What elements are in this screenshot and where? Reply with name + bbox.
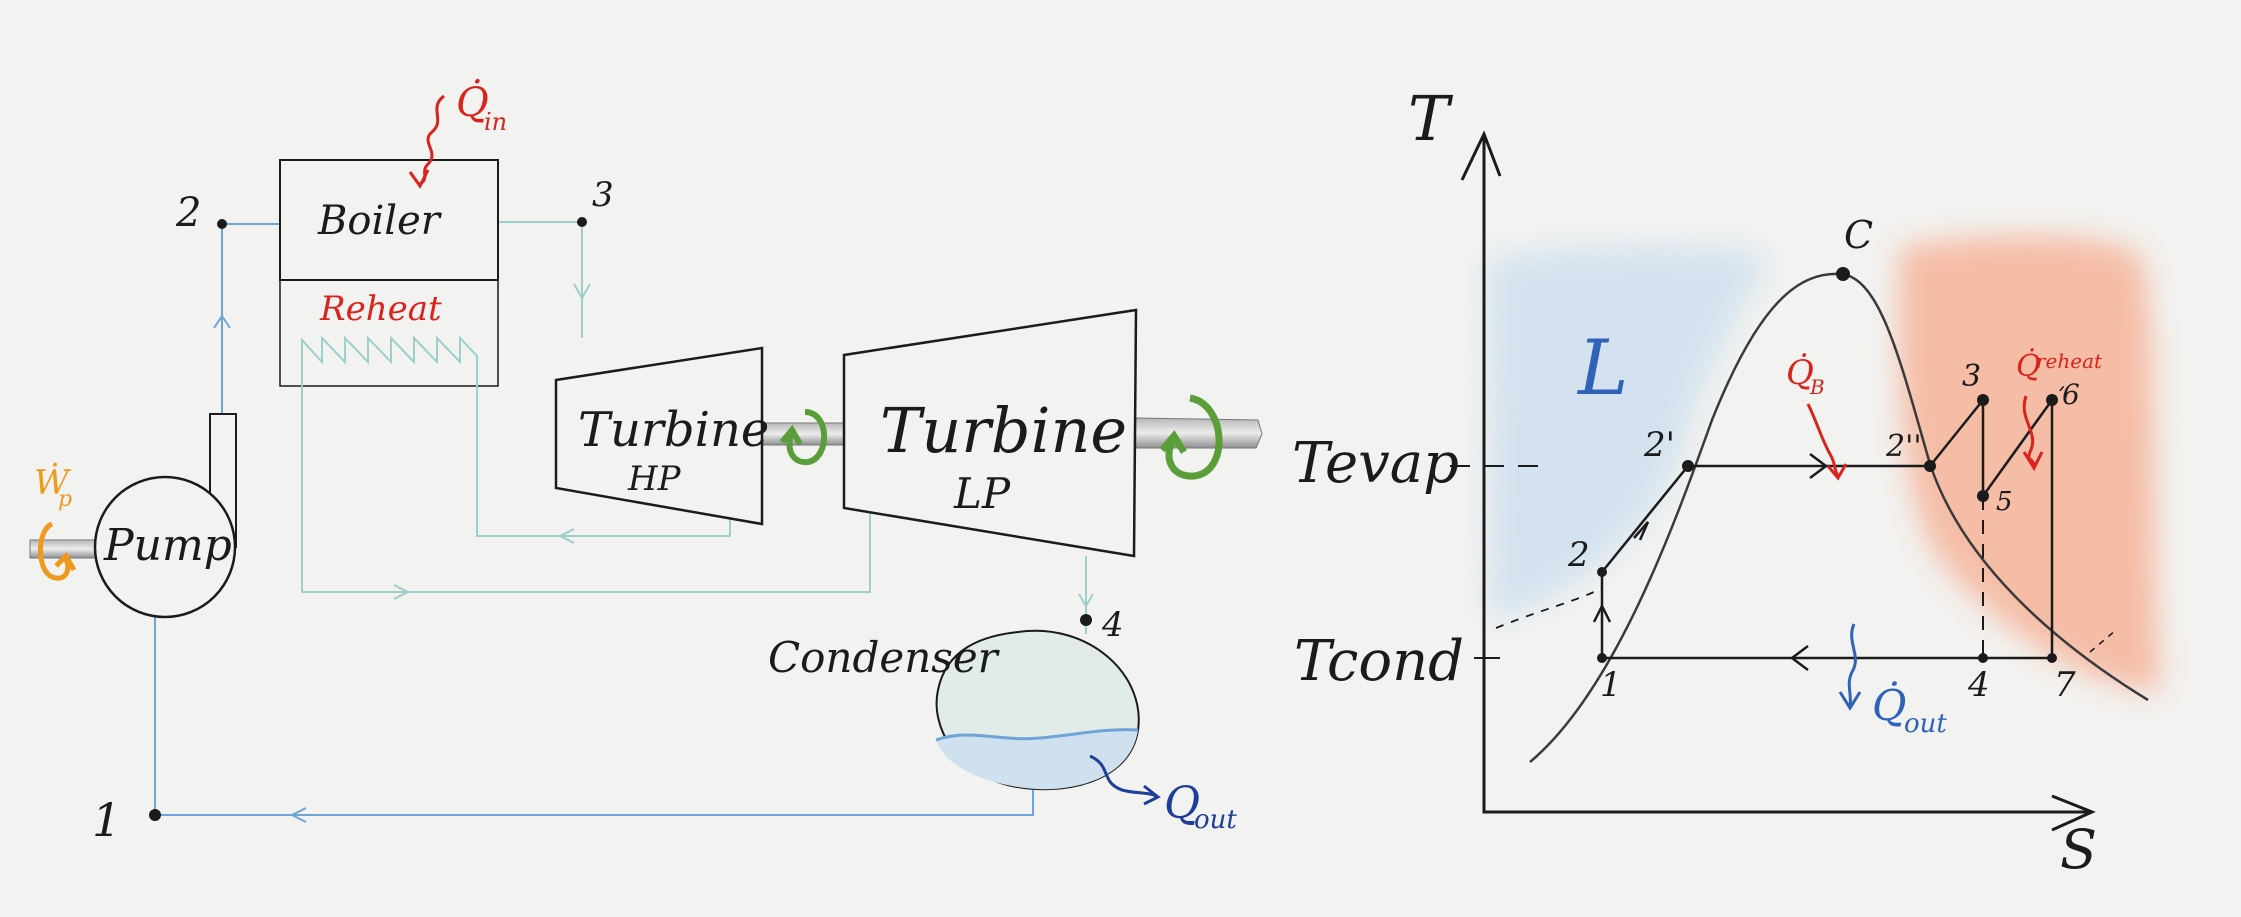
- state-2-node: [217, 219, 227, 229]
- state-1-node: [149, 809, 161, 821]
- heat-out-subscript: out: [1904, 709, 1947, 739]
- heat-reheat-arrow: [2022, 395, 2044, 472]
- heat-reheat-symbol: Q̇: [2016, 349, 2041, 384]
- ts-axes: [1460, 130, 2096, 832]
- heat-out-symbol: Q̇: [1872, 680, 1906, 730]
- ts-point-5-label: 5: [1996, 487, 2013, 517]
- subcooled-dashed-line: [1495, 587, 1603, 629]
- reheat-outlet-pipe: [301, 388, 871, 600]
- state-3-node: [577, 217, 587, 227]
- state-4-node: [1080, 614, 1092, 626]
- ts-point-2-label: 2: [1567, 535, 1590, 575]
- feed-water-pipe: [213, 223, 280, 414]
- condensate-return-pipe: [154, 612, 1034, 823]
- liquid-region-shading: [1488, 245, 1770, 621]
- pump-work-arrow-icon: [38, 521, 77, 581]
- liquid-region-label: L: [1576, 323, 1628, 412]
- turbine-shaft-hp-lp: [759, 422, 847, 446]
- heat-b-subscript: B: [1809, 375, 1825, 399]
- ts-axis-y-label: T: [1408, 82, 1454, 155]
- condenser-heat-subscript: out: [1194, 805, 1237, 835]
- ts-point-1-label: 1: [1600, 665, 1622, 705]
- critical-point: [1836, 267, 1850, 281]
- state-3-label: 3: [592, 175, 614, 215]
- heat-out-arrow: [1838, 623, 1862, 711]
- turbine-lp-title: Turbine: [880, 394, 1127, 467]
- pump-body: [93, 475, 237, 619]
- heat-in-arrow: [408, 94, 446, 189]
- turbine-output-shaft: [1133, 417, 1263, 449]
- steam-pipe-hp: [498, 221, 591, 338]
- heat-b-symbol: Q̇: [1786, 353, 1814, 393]
- heat-in-symbol: Q̇: [456, 79, 489, 126]
- reheat-coil: [301, 335, 478, 390]
- ts-axis-x-label: S: [2060, 818, 2097, 881]
- state-4-label: 4: [1101, 605, 1124, 645]
- reheat-label: Reheat: [319, 289, 442, 329]
- condenser-liquid-line: [935, 728, 1139, 742]
- pump: Pump: [93, 413, 237, 619]
- rotation-arrow-hp-lp-icon: [779, 409, 828, 466]
- rotation-arrow-output-icon: [1159, 394, 1223, 480]
- turbine-hp-subtitle: HP: [627, 459, 682, 499]
- state-2-label: 2: [175, 190, 201, 236]
- tevap-label: Tevap: [1292, 431, 1459, 496]
- ts-cycle-paths: [1592, 399, 2054, 671]
- state7-dashed-extension: [2089, 629, 2117, 653]
- ts-point-2pp-label: 2'': [1885, 429, 1922, 464]
- ts-diagram: T S C Tevap Tcond: [1292, 82, 2160, 881]
- condenser-label: Condenser: [768, 633, 1001, 682]
- pump-label: Pump: [103, 520, 232, 571]
- ts-point-7-label: 7: [2054, 665, 2076, 705]
- heat-reheat-subscript: reheat: [2036, 349, 2103, 373]
- turbine-lp-subtitle: LP: [953, 469, 1011, 518]
- heat-in-subscript: in: [484, 108, 507, 136]
- reheat-box: [279, 279, 499, 387]
- condenser: Condenser: [768, 629, 1140, 791]
- turbine-hp-title: Turbine: [578, 402, 769, 458]
- turbine-lp-body: [842, 308, 1138, 558]
- pump-work-symbol: Ẇ: [34, 463, 72, 503]
- turbine-hp-body: [554, 346, 764, 526]
- heat-b-arrow: [1806, 403, 1848, 481]
- tcond-label: Tcond: [1294, 629, 1464, 694]
- ts-point-4-label: 4: [1967, 665, 1990, 705]
- ts-point-2prime-label: 2': [1643, 425, 1675, 465]
- cycle-schematic: Boiler Reheat Q̇ in 2 3 4 1 Turbine HP T…: [29, 79, 1263, 847]
- condenser-liquid: [936, 729, 1138, 790]
- ts-point-3-label: 3: [1962, 359, 1981, 394]
- ts-state-points: [1597, 394, 2058, 663]
- boiler-label: Boiler: [317, 198, 443, 244]
- ts-point-6-label: 6: [2062, 378, 2080, 411]
- condenser-heat-symbol: Q: [1164, 778, 1200, 829]
- pump-work-subscript: p: [58, 487, 72, 512]
- critical-point-label: C: [1844, 213, 1873, 257]
- reheat-inlet-pipe: [476, 390, 731, 544]
- state-1-label: 1: [92, 793, 121, 847]
- condenser-heat-out-arrow: [1089, 754, 1161, 806]
